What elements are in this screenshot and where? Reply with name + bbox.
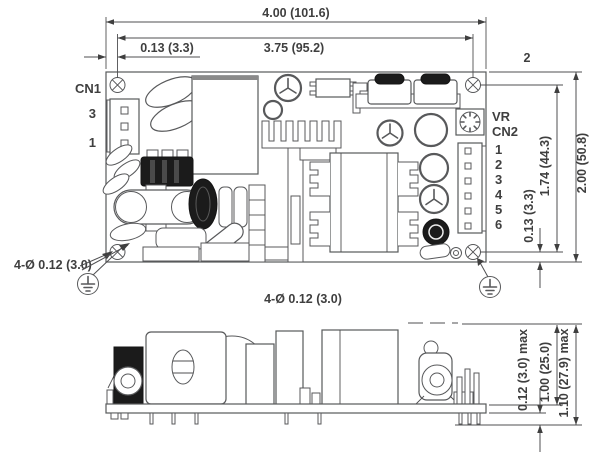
diode: [105, 144, 133, 166]
component-side: [245, 343, 275, 406]
pcb-strip: [105, 403, 487, 414]
pcb-side-view: [105, 329, 487, 425]
pcb-foot: [110, 412, 119, 420]
to220-transistor: [355, 73, 461, 109]
electrolytic-capacitor: [418, 152, 450, 184]
electrolytic-capacitor-vented: [418, 183, 450, 215]
cn2-connector: [457, 142, 483, 234]
isolation-barrier: [248, 184, 266, 263]
side-view-dimensions: 0.12 (3.0) max 1.00 (25.0) 1.10 (27.9) m…: [408, 322, 582, 452]
cn2-pin-4: 4: [495, 187, 503, 202]
cn2-pin-1: 1: [495, 142, 502, 157]
holes-callout-label: 4-Ø 0.12 (3.0): [14, 258, 92, 272]
dim-hole-offset-y: 0.13 (3.3): [522, 189, 536, 243]
vr-potentiometer[interactable]: [455, 108, 485, 136]
dim-hole-span-height: 1.74 (44.3): [538, 136, 552, 196]
bracket-side: [106, 389, 114, 405]
toroid-inductor: [188, 178, 218, 230]
header-pins-side: [453, 368, 480, 406]
film-capacitor: [155, 227, 207, 250]
component-side: [275, 330, 304, 406]
component-side: [311, 392, 321, 406]
electrolytic-capacitor-dark: [422, 218, 450, 246]
pcb-foot: [120, 412, 129, 420]
pcb-top-view: CN1 3 1 VR CN2 1 2 3 4 5 6: [75, 71, 518, 263]
capacitor-side: [145, 331, 227, 405]
solder-pad: [453, 250, 459, 256]
opto-ic: [309, 78, 357, 98]
diode: [419, 243, 451, 260]
toroid-choke: [140, 149, 194, 187]
note-2: 2: [524, 51, 531, 65]
screw-component-side: [415, 340, 459, 405]
cn2-pin-2: 2: [495, 157, 502, 172]
cn2-label: CN2: [492, 124, 518, 139]
transformer-primary: [191, 75, 259, 175]
diode: [102, 173, 130, 195]
vr-label: VR: [492, 109, 511, 124]
heatsink: [261, 120, 342, 161]
mounting-hole: [465, 244, 481, 260]
holes-note-label: 4-Ø 0.12 (3.0): [264, 292, 342, 306]
mounting-hole-callouts: 4-Ø 0.12 (3.0) 4-Ø 0.12 (3.0): [14, 243, 501, 306]
cn1-pin-1: 1: [89, 135, 96, 150]
isolation-barrier: [287, 147, 304, 263]
electrolytic-capacitor-vented: [273, 73, 303, 103]
cn2-pin-3: 3: [495, 172, 502, 187]
component-block: [142, 246, 200, 262]
transformer-side: [321, 329, 399, 406]
electrolytic-capacitor-vented: [376, 119, 404, 147]
dim-pin-protrusion: 0.12 (3.0) max: [516, 329, 530, 411]
dim-hole-offset-x: 0.13 (3.3): [140, 41, 194, 55]
dim-component-height: 1.00 (25.0): [538, 342, 552, 402]
dim-overall-height-side: 1.10 (27.9) max: [557, 328, 571, 417]
capacitor: [233, 186, 248, 228]
cn2-pin-5: 5: [495, 202, 502, 217]
diode: [109, 222, 147, 242]
dim-hole-span-width: 3.75 (95.2): [264, 41, 324, 55]
mounting-hole: [109, 77, 126, 93]
cn1-pin-3: 3: [89, 106, 96, 121]
dim-overall-height: 2.00 (50.8): [575, 133, 589, 193]
cn1-label: CN1: [75, 81, 101, 96]
electrolytic-capacitor: [413, 112, 449, 148]
cn2-pin-6: 6: [495, 217, 502, 232]
component-side: [299, 387, 311, 406]
dim-overall-width: 4.00 (101.6): [262, 6, 329, 20]
bolt-head: [113, 366, 143, 396]
transformer-secondary: [309, 152, 419, 253]
mounting-hole: [465, 77, 481, 93]
through-pins: [149, 412, 481, 425]
earth-ground-symbol: [477, 258, 501, 298]
cn2-edge-strip: [481, 145, 487, 232]
top-view-dimensions: 4.00 (101.6) 3.75 (95.2) 0.13 (3.3) 2 1.…: [84, 6, 589, 288]
capacitor: [218, 186, 233, 228]
earth-ground-symbol: [77, 256, 113, 295]
capacitor: [262, 99, 284, 121]
